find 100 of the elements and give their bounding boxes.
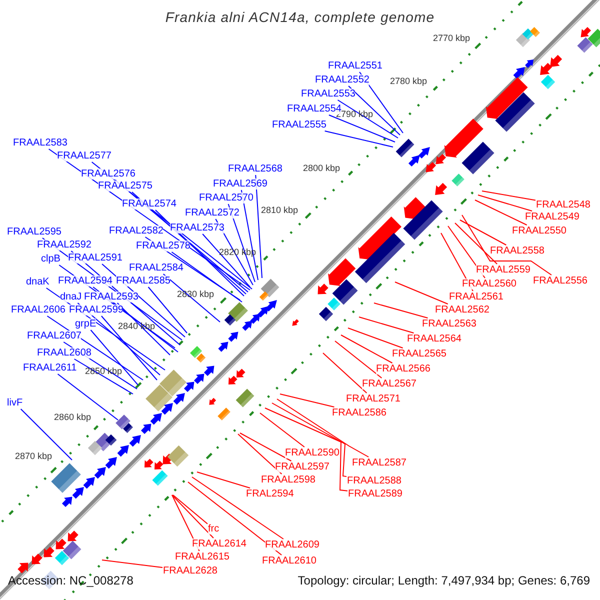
- leader-line: [264, 408, 348, 492]
- gene-label: FRAAL2590: [285, 448, 340, 458]
- leader-line: [337, 100, 398, 138]
- leader-line: [482, 190, 536, 201]
- gene-label: FRAAL2571: [346, 394, 400, 404]
- gene-label: FRAAL2585: [116, 276, 170, 286]
- gene-label: FRAAL2549: [525, 212, 580, 222]
- leader-line: [57, 374, 118, 420]
- leader-line: [334, 340, 382, 378]
- gene-label: FRAAL2615: [175, 552, 230, 562]
- gene-label: grpE: [75, 318, 96, 330]
- leader-line: [340, 334, 393, 364]
- scale-label: 2780 kbp: [390, 77, 428, 87]
- leader-line: [116, 302, 170, 356]
- leader-line: [100, 316, 158, 380]
- gene-label: FRAAL2606: [11, 304, 66, 316]
- leader-line: [148, 286, 188, 334]
- scale-label: 2870 kbp: [15, 452, 52, 462]
- gene-label: FRAAL2610: [262, 556, 316, 566]
- gene-label: FRAAL2578: [136, 240, 190, 252]
- gene-label: FRAAL2558: [490, 246, 544, 256]
- leader-line: [90, 330, 138, 386]
- gene-label: FRAAL2556: [533, 276, 588, 286]
- gene-label: FRAAL2564: [407, 334, 462, 344]
- leader-line: [280, 394, 335, 408]
- gene-label: FRAAL2569: [213, 178, 268, 190]
- gene-label: FRAAL2577: [57, 150, 112, 162]
- leader-line: [192, 476, 284, 540]
- gene-label: livF: [7, 398, 23, 408]
- gene-label: FRAAL2588: [347, 476, 402, 486]
- gene-label: FRAAL2599: [69, 304, 124, 316]
- leader-line: [196, 472, 251, 488]
- gene-label: FRAAL2554: [287, 104, 342, 114]
- gene-label: FRAAL2573: [170, 222, 224, 234]
- gene-label: FRAAL2607: [27, 330, 82, 342]
- gene-label: FRAAL2559: [476, 264, 530, 276]
- scale-label: 2800 kbp: [303, 164, 340, 174]
- gene-label: FRAAL2611: [23, 362, 77, 374]
- leader-line: [20, 408, 72, 460]
- gene-label: FRAAL2553: [301, 88, 356, 100]
- gene-label: FRAAL2555: [272, 120, 326, 130]
- gene-label: FRAAL2568: [228, 164, 282, 174]
- leader-line: [348, 328, 404, 348]
- gene-label: FRAAL2608: [37, 348, 92, 358]
- leader-line: [460, 220, 507, 246]
- leader-line: [374, 302, 428, 318]
- leader-line: [162, 274, 220, 322]
- gene-label: FRAAL2576: [81, 168, 136, 180]
- leader-line: [74, 358, 134, 394]
- leader-line: [474, 200, 528, 226]
- leader-line: [358, 316, 414, 334]
- gene-label: FRAAL2548: [536, 200, 590, 210]
- leader-line: [324, 130, 394, 148]
- gene-label: FRAAL2594: [58, 276, 112, 286]
- leader-line: [260, 412, 305, 448]
- gene-label: frc: [208, 524, 220, 534]
- scale-label: 2860 kbp: [54, 413, 92, 423]
- scale-label: 2770 kbp: [433, 34, 470, 44]
- leader-line: [478, 194, 532, 212]
- gene-label: FRAAL2597: [275, 462, 330, 472]
- accession-text: Accession: NC_008278: [8, 574, 134, 588]
- gene-label: FRAAL2595: [7, 226, 62, 238]
- gene-label: FRAAL2570: [199, 192, 254, 204]
- leader-line: [202, 234, 250, 288]
- gene-label: FRAAL2565: [392, 348, 446, 360]
- gene-label: FRAAL2550: [512, 226, 566, 236]
- leader-line: [172, 494, 214, 538]
- title: Frankia alni ACN14a, complete genome: [164, 9, 436, 25]
- genome-stats-text: Topology: circular; Length: 7,497,934 bp; Genes: 6,769: [298, 574, 590, 588]
- leader-line: [322, 352, 368, 394]
- gene-label: FRAAL2561: [449, 292, 504, 302]
- gene-label: dnaJ: [60, 292, 82, 302]
- gene-label: FRAAL2562: [435, 304, 490, 316]
- leader-line: [240, 190, 258, 280]
- gene-label: FRAAL2592: [37, 240, 92, 250]
- leader-line: [462, 214, 552, 276]
- leader-line: [276, 398, 370, 458]
- gene-label: FRAAL2566: [376, 364, 430, 374]
- gene-label: FRAAL2628: [163, 566, 218, 576]
- leader-line: [328, 114, 396, 142]
- scale-label: 2810 kbp: [261, 206, 298, 216]
- gene-label: dnaK: [26, 276, 50, 288]
- gene-label: FRAAL2584: [129, 262, 184, 274]
- leader-line: [348, 86, 400, 136]
- gene-label: FRAAL2591: [68, 252, 122, 264]
- leader-line: [171, 252, 242, 302]
- gene-label: FRAAL2560: [462, 278, 516, 290]
- gene-label: FRAAL2587: [352, 458, 406, 468]
- leader-line: [238, 434, 282, 474]
- leader-line: [154, 210, 244, 296]
- gene-label: FRAAL2575: [98, 180, 152, 192]
- leader-line: [255, 174, 262, 278]
- leader-line: [240, 432, 292, 462]
- leader-line: [46, 316, 144, 380]
- gene-label: FRAAL2574: [122, 198, 176, 210]
- leader-line: [102, 560, 163, 568]
- gene-label: FRAAL2598: [261, 474, 316, 486]
- gene-label: FRAAL2614: [192, 538, 246, 550]
- gene-label: FRAAL2582: [109, 226, 164, 236]
- gene-label: FRAAL2552: [315, 74, 370, 86]
